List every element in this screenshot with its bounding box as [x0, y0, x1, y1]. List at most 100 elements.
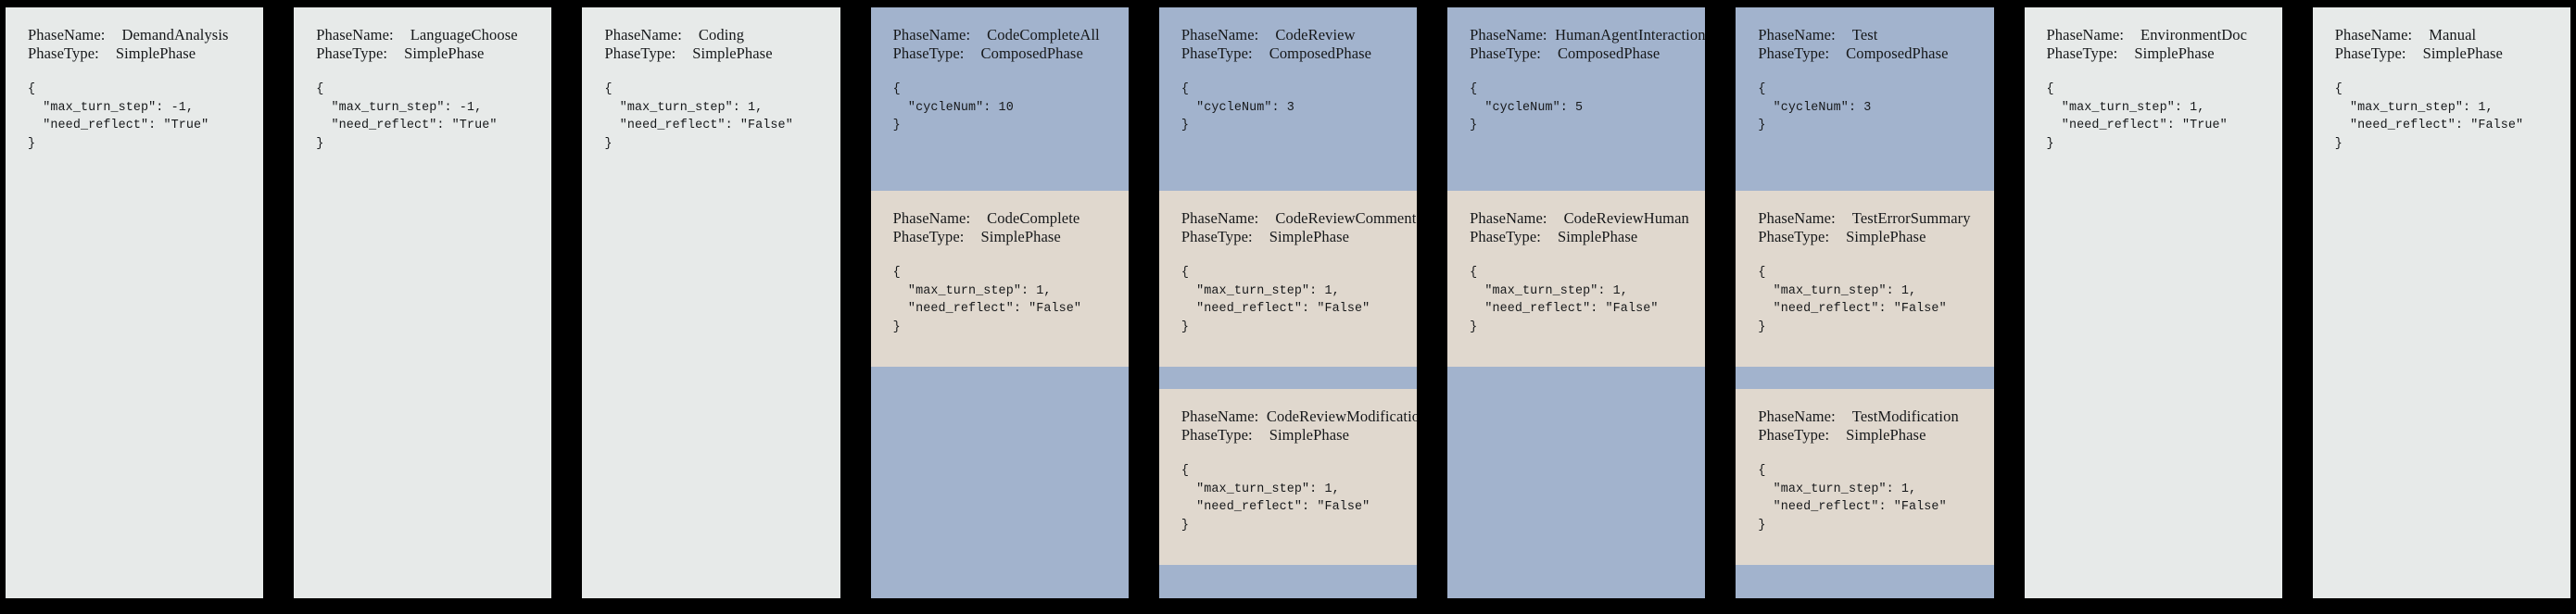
phase-type-row: PhaseType: SimplePhase [316, 44, 551, 63]
phase-name-value: CodeCompleteAll [987, 26, 1100, 44]
phase-name-key: PhaseName: [1181, 209, 1259, 227]
phase-config-json: { "cycleNum": 10 } [892, 82, 1014, 132]
phase-name-row: PhaseName: CodeReview [1181, 26, 1417, 44]
phase-divider [1715, 7, 1726, 598]
phase-config-json: { "cycleNum": 3 } [1181, 82, 1294, 132]
phase-divider [1138, 7, 1149, 598]
phase-name-key: PhaseName: [28, 26, 106, 44]
phase-type-row: PhaseType: SimplePhase [1758, 426, 1993, 445]
phase-name-value: CodeReview [1275, 26, 1356, 44]
phase-type-row: PhaseType:SimplePhase [604, 44, 840, 63]
phase-type-value: ComposedPhase [980, 44, 1083, 62]
phase-name-value: CodeComplete [987, 209, 1080, 227]
phase-config-json: { "cycleNum": 5 } [1470, 82, 1584, 132]
phase-type-row: PhaseType:SimplePhase [893, 228, 1129, 246]
phase-type-row: PhaseType:ComposedPhase [1470, 44, 1705, 63]
phase-type-value: ComposedPhase [1557, 44, 1661, 62]
phase-type-key: PhaseType: [604, 44, 676, 62]
phase-type-key: PhaseType: [28, 44, 99, 62]
phase-type-row: PhaseType: ComposedPhase [893, 44, 1129, 63]
phase-name-value: Test [1851, 26, 1878, 44]
phase-type-key: PhaseType: [2046, 44, 2118, 62]
phase-name-key: PhaseName: [1470, 209, 1547, 227]
phase-name-row: PhaseName:CodeReviewHuman [1470, 209, 1705, 228]
phase-divider [850, 7, 861, 598]
phase-name-row: PhaseName:DemandAnalysis [28, 26, 263, 44]
phase-name-key: PhaseName: [1470, 26, 1547, 44]
phase-name-value: HumanAgentInteraction [1555, 26, 1706, 44]
subphase-config-json: { "max_turn_step": 1, "need_reflect": "F… [1470, 266, 1659, 334]
phase-type-key: PhaseType: [1181, 228, 1253, 245]
subphase-spacer [1447, 389, 1705, 598]
phase-name-row: PhaseName: CodeComplete [893, 209, 1129, 228]
phase-name-row: PhaseName:CodeReviewComment [1181, 209, 1417, 228]
phase-name-value: TestModification [1851, 407, 1959, 425]
phase-name-key: PhaseName: [892, 209, 971, 227]
phase-config-json: { "max_turn_step": 1, "need_reflect": "T… [2046, 82, 2228, 151]
subphase-config-json: { "max_turn_step": 1, "need_reflect": "F… [1181, 266, 1370, 334]
phase-name-value: EnvironmentDoc [2140, 26, 2248, 44]
phase-config-json: { "max_turn_step": -1, "need_reflect": "… [316, 82, 498, 151]
phase-name-value: TestErrorSummary [1851, 209, 1971, 227]
phase-type-value: SimplePhase [1846, 426, 1926, 444]
phase-type-value: SimplePhase [115, 44, 196, 62]
phase-divider [1427, 7, 1438, 598]
subphase-spacer [871, 389, 1129, 598]
subphase-config-json: { "max_turn_step": 1, "need_reflect": "F… [1758, 464, 1947, 533]
phase-name-key: PhaseName: [1181, 407, 1259, 425]
phase-name-row: PhaseName:Coding [604, 26, 840, 44]
phase-type-row: PhaseType: SimplePhase [28, 44, 263, 63]
phase-type-value: ComposedPhase [1269, 44, 1372, 62]
phase-type-value: SimplePhase [404, 44, 485, 62]
phase-name-row: PhaseName: HumanAgentInteraction [1470, 26, 1705, 44]
phase-name-value: Manual [2429, 26, 2477, 44]
phase-name-row: PhaseName:TestErrorSummary [1758, 209, 1993, 228]
phase-config-json: { "max_turn_step": -1, "need_reflect": "… [28, 82, 209, 151]
phase-name-key: PhaseName: [316, 26, 394, 44]
phase-config-json: { "max_turn_step": 1, "need_reflect": "F… [604, 82, 793, 151]
phase-type-key: PhaseType: [892, 44, 965, 62]
phase-divider [562, 7, 573, 598]
phase-name-key: PhaseName: [1181, 26, 1259, 44]
phase-type-key: PhaseType: [1758, 426, 1830, 444]
subphase-config-json: { "max_turn_step": 1, "need_reflect": "F… [1181, 464, 1370, 533]
phase-type-key: PhaseType: [1181, 44, 1253, 62]
phase-name-row: PhaseName:CodeReviewModification [1181, 407, 1417, 426]
phase-type-key: PhaseType: [316, 44, 388, 62]
phase-type-value: SimplePhase [2134, 44, 2215, 62]
phase-divider [2292, 7, 2303, 598]
phase-type-key: PhaseType: [1758, 228, 1830, 245]
phase-type-value: ComposedPhase [1846, 44, 1949, 62]
phase-type-value: SimplePhase [1557, 228, 1638, 245]
phase-name-row: PhaseName:Test [1758, 26, 1993, 44]
phase-type-key: PhaseType: [1758, 44, 1830, 62]
phase-name-key: PhaseName: [1758, 407, 1836, 425]
